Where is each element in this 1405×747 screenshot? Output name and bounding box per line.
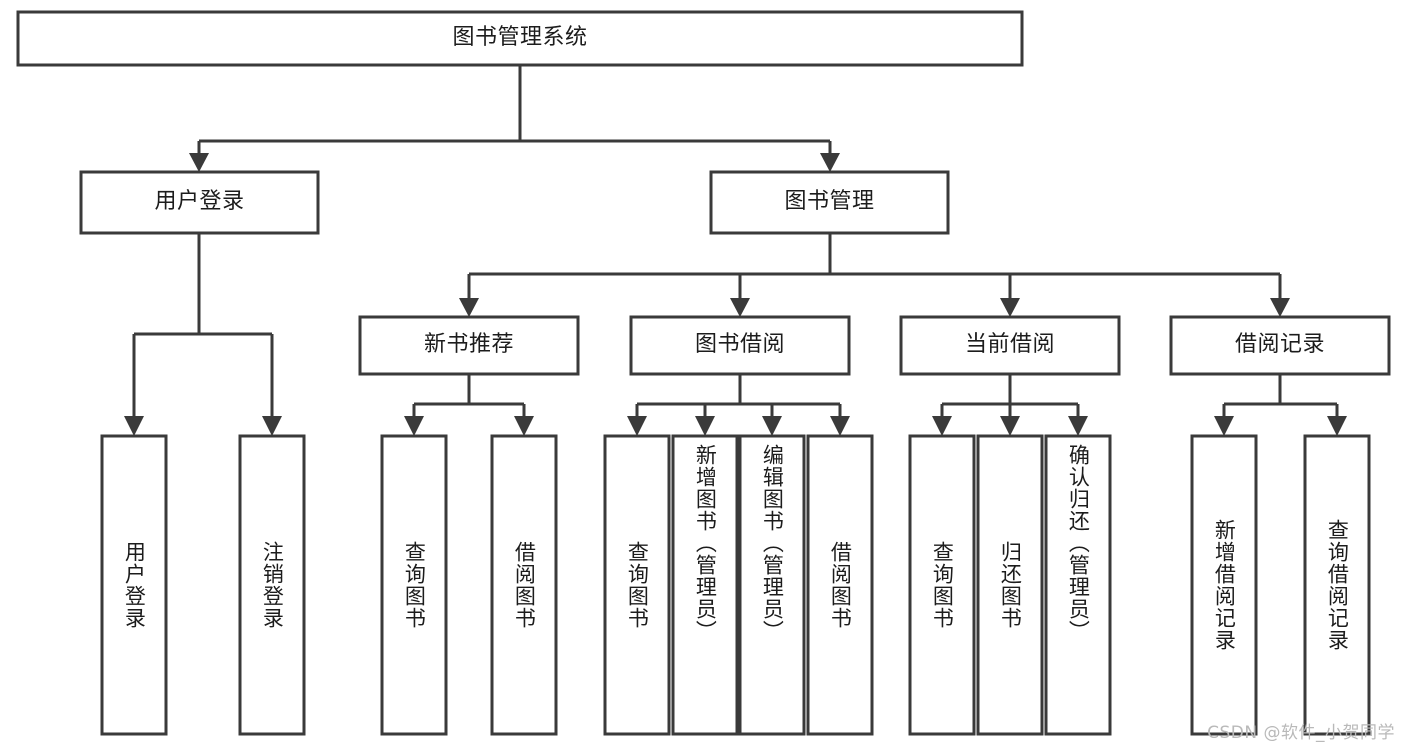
node-box-leaf-book-borrow-1[interactable] (671, 434, 739, 736)
node-box-borrow-record[interactable] (1169, 315, 1391, 376)
node-box-leaf-book-borrow-0[interactable] (603, 434, 671, 736)
connector-group-new-book (404, 374, 534, 436)
node-box-leaf-user-login-0[interactable] (100, 434, 168, 736)
connector-group-book-manage (459, 233, 1290, 317)
node-box-leaf-user-login-1[interactable] (238, 434, 306, 736)
connector-group-borrow-record (1214, 374, 1347, 436)
connector-group-book-borrow (627, 374, 850, 436)
node-box-leaf-book-borrow-2[interactable] (738, 434, 806, 736)
node-box-leaf-current-borrow-1[interactable] (976, 434, 1044, 736)
node-box-leaf-borrow-record-0[interactable] (1190, 434, 1258, 736)
node-box-leaf-book-borrow-3[interactable] (806, 434, 874, 736)
node-box-user-login[interactable] (79, 170, 320, 235)
node-box-leaf-current-borrow-0[interactable] (908, 434, 976, 736)
node-box-root[interactable] (16, 10, 1024, 67)
node-box-book-manage[interactable] (709, 170, 950, 235)
node-box-leaf-new-book-1[interactable] (490, 434, 558, 736)
connector-group-root (189, 66, 840, 172)
node-box-leaf-current-borrow-2[interactable] (1044, 434, 1112, 736)
node-box-current-borrow[interactable] (899, 315, 1121, 376)
connector-group-user-login (124, 233, 282, 436)
connector-group-current-borrow (932, 374, 1088, 436)
node-box-leaf-borrow-record-1[interactable] (1303, 434, 1371, 736)
node-box-new-book-recommend[interactable] (358, 315, 580, 376)
node-box-book-borrow[interactable] (629, 315, 851, 376)
node-box-leaf-new-book-0[interactable] (380, 434, 448, 736)
